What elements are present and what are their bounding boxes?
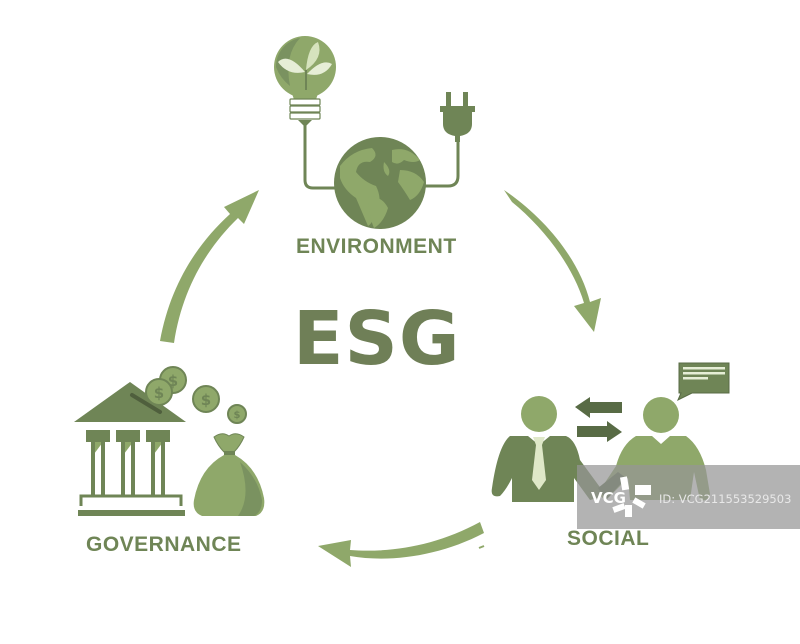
speech-bubble-icon bbox=[677, 362, 730, 402]
businessman-icon bbox=[491, 396, 603, 502]
plug-cord bbox=[424, 140, 460, 188]
esg-title: ESG bbox=[293, 296, 461, 382]
social-label: SOCIAL bbox=[567, 527, 650, 550]
vcg-watermark: VCG ID: VCG211553529503 bbox=[577, 465, 800, 529]
svg-text:$: $ bbox=[201, 391, 211, 409]
dollar-coin-icon: $ bbox=[227, 404, 247, 424]
dollar-coin-icon: $ bbox=[145, 378, 173, 406]
svg-text:$: $ bbox=[234, 410, 241, 421]
governance-label: GOVERNANCE bbox=[86, 533, 242, 556]
dollar-coin-icon: $ bbox=[192, 385, 220, 413]
arrow-governance-to-environment bbox=[160, 190, 259, 343]
arrow-tail-mark bbox=[478, 545, 485, 549]
svg-text:$: $ bbox=[168, 372, 178, 390]
exchange-arrows-icon bbox=[575, 397, 622, 442]
environment-icon-group bbox=[274, 36, 475, 229]
governance-icon-group: $ $ $ $ bbox=[74, 366, 265, 516]
power-plug-icon bbox=[440, 92, 475, 142]
svg-text:$: $ bbox=[154, 384, 164, 402]
arrow-environment-to-social bbox=[504, 190, 601, 332]
lightbulb-leaf-icon bbox=[274, 36, 336, 127]
watermark-burst-icon bbox=[612, 476, 651, 517]
environment-label: ENVIRONMENT bbox=[296, 235, 457, 258]
globe-icon bbox=[334, 137, 426, 229]
money-bag-icon bbox=[193, 433, 265, 516]
bank-building-icon bbox=[74, 382, 186, 516]
bulb-cord bbox=[303, 120, 340, 190]
arrow-social-to-governance bbox=[318, 522, 484, 567]
watermark-id: ID: VCG211553529503 bbox=[659, 492, 792, 506]
watermark-logo: VCG bbox=[591, 489, 626, 507]
